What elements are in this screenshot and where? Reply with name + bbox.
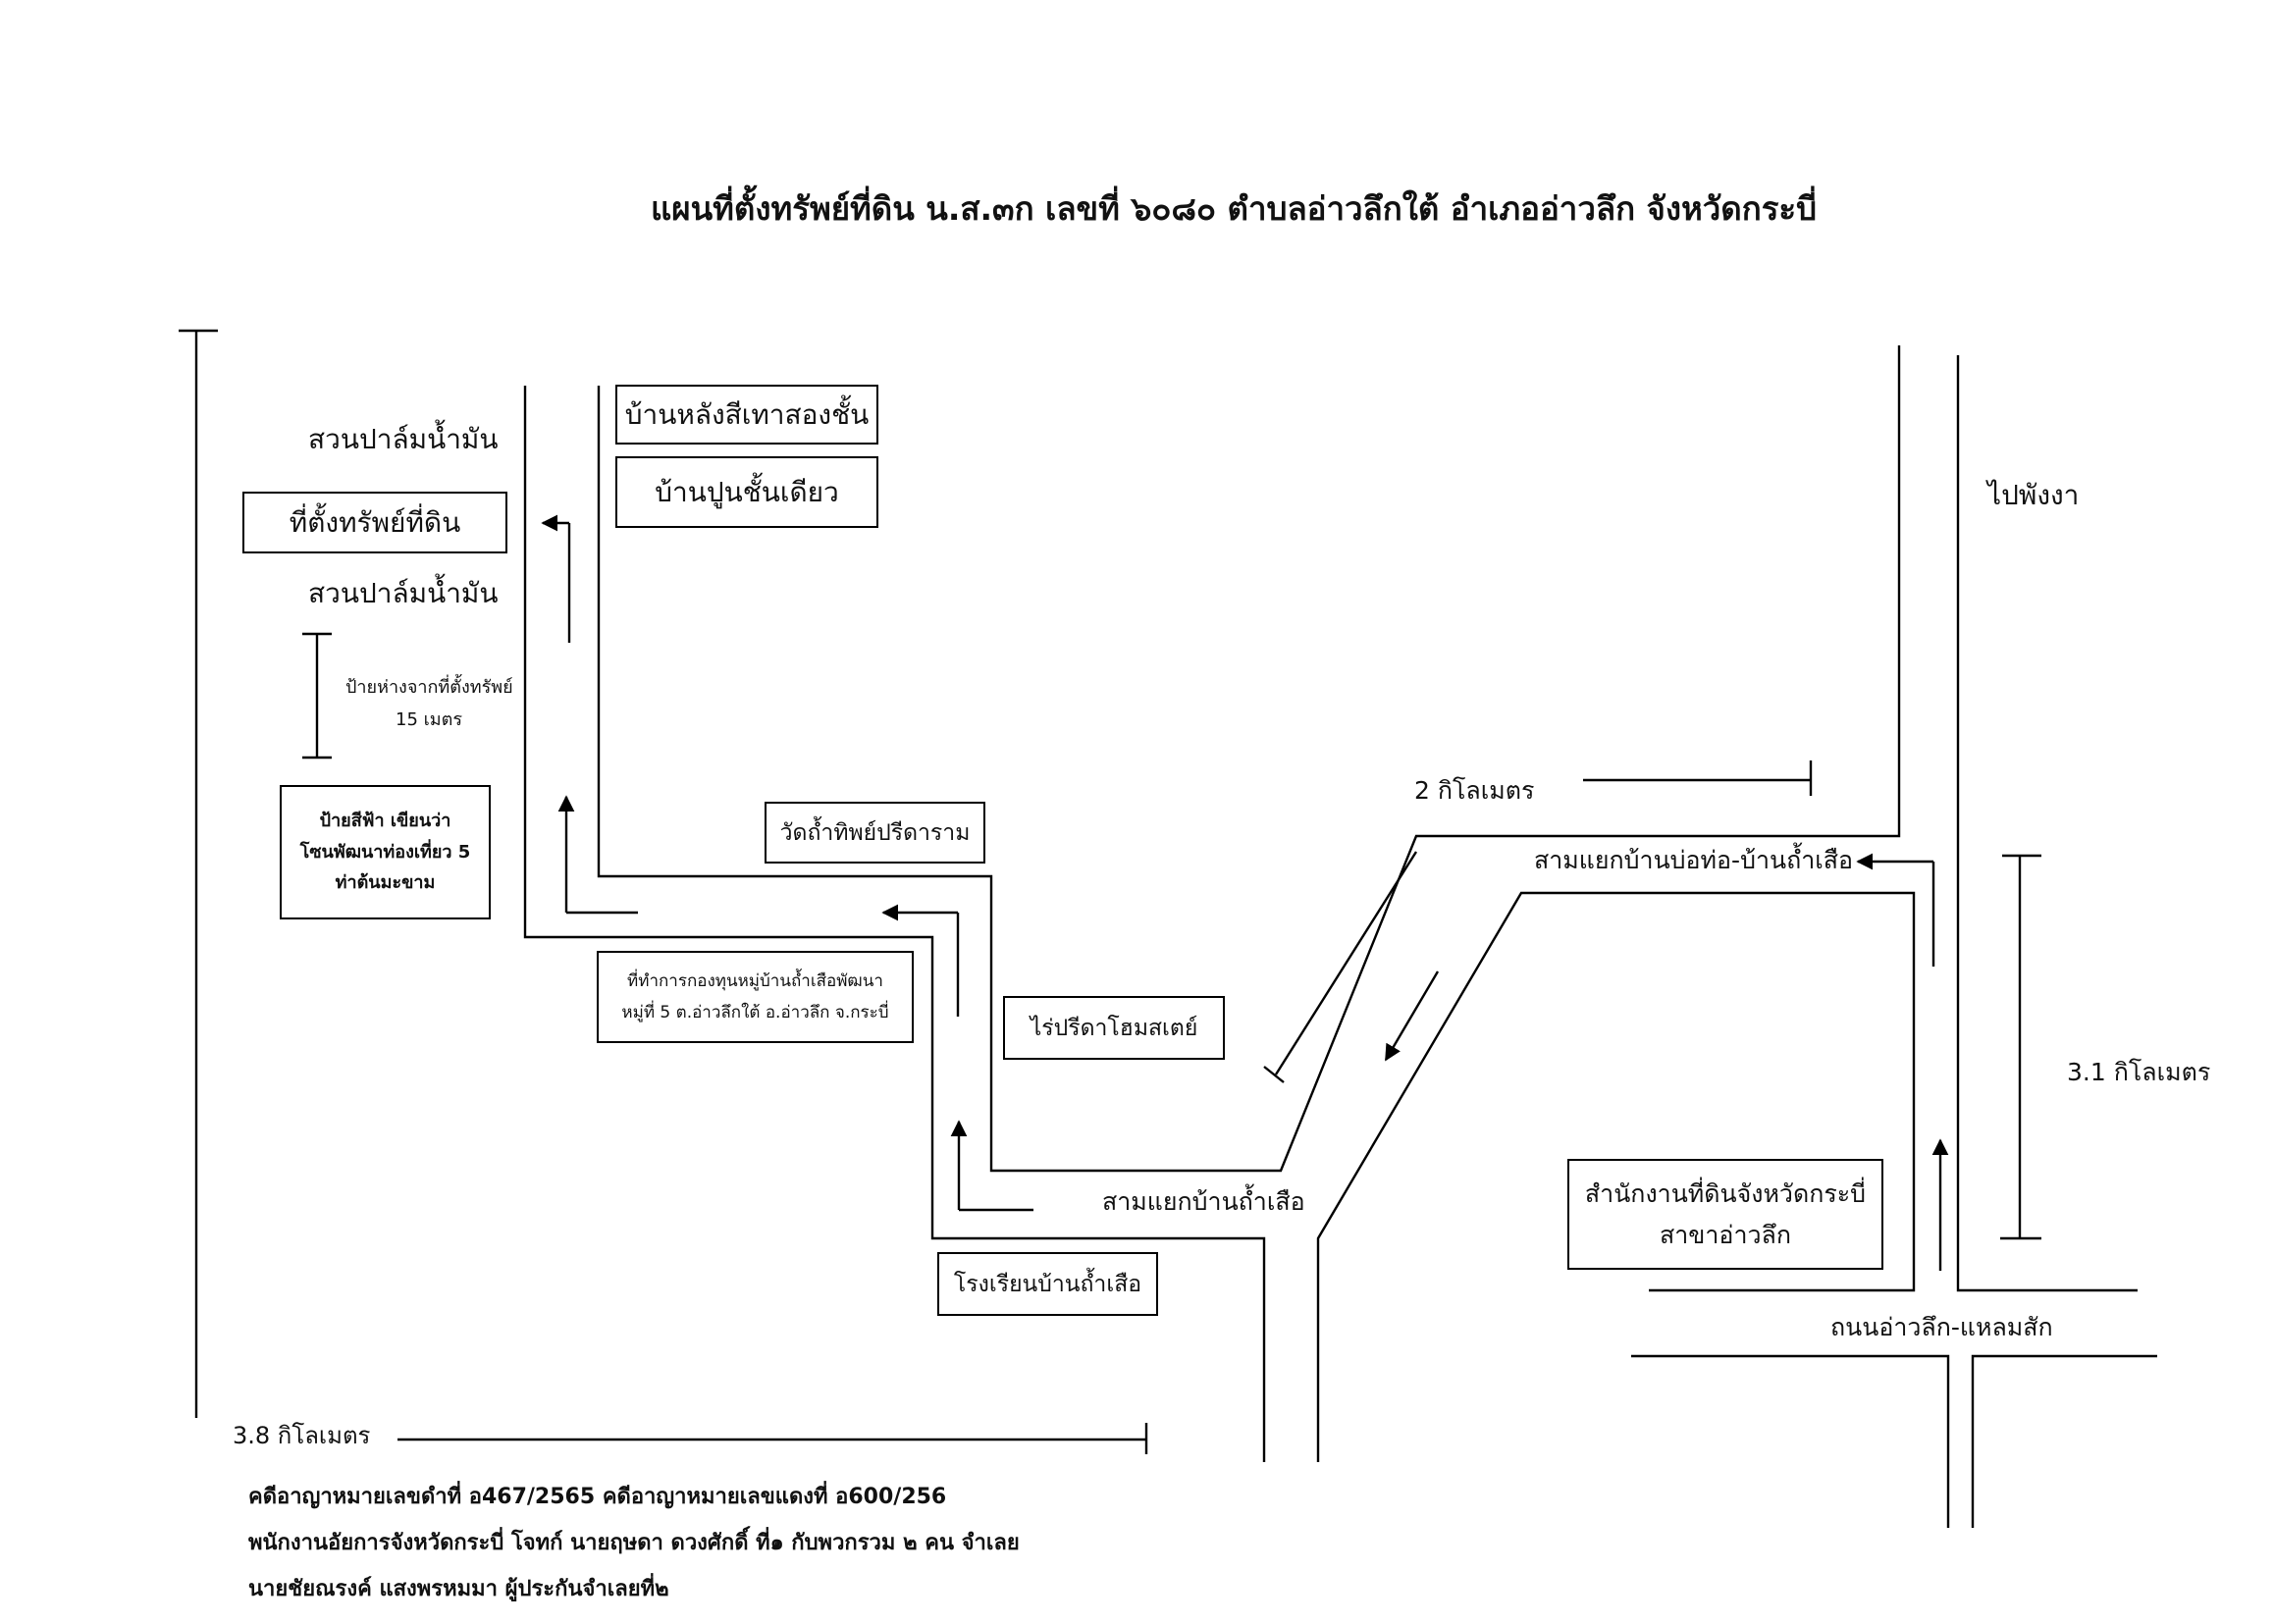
sign-distance-label-line1: ป้ายห่างจากที่ตั้งทรัพย์ [345,677,513,698]
sign-distance-label-line2: 15 เมตร [396,709,463,730]
distance-bar-3-1km [2000,854,2041,1240]
road-ao-luek-laem-sak-right [1971,1354,2157,1528]
village-fund-office-box: ที่ทำการกองทุนหมู่บ้านถ้ำเสือพัฒนา หมู่ท… [597,951,914,1043]
blue-sign-box: ป้ายสีฟ้า เขียนว่า โซนพัฒนาท่องเที่ยว 5 … [280,785,491,919]
junction-tham-suea-label: สามแยกบ้านถ้ำเสือ [1102,1187,1305,1216]
road-ao-luek-laem-sak-left [1631,1354,1950,1528]
distance-bar-15m [302,632,332,760]
highway-to-phang-nga [1956,355,2138,1292]
junction-bo-tho-label: สามแยกบ้านบ่อท่อ-บ้านถ้ำเสือ [1534,846,1854,874]
land-office-line2: สาขาอ่าวลึก [1660,1220,1791,1249]
soi-road-inner [597,345,1901,1173]
village-fund-office-line1: ที่ทำการกองทุนหมู่บ้านถ้ำเสือพัฒนา [627,970,883,991]
distance-2km-label: 2 กิโลเมตร [1414,776,1535,805]
soi-road-outer [523,386,1266,1462]
distance-3-1km-label: 3.1 กิโลเมตร [2067,1058,2211,1086]
to-phang-nga-label: ไปพังงา [1987,479,2080,511]
distance-bar-3-8km [179,329,1148,1454]
distance-3-8km-label: 3.8 กิโลเมตร [233,1422,371,1449]
guarantor-line: นายชัยณรงค์ แสงพรหมมา ผู้ประกันจำเลยที่๒ [248,1577,669,1601]
blue-sign-line2: โซนพัฒนาท่องเที่ยว 5 [299,841,471,863]
temple-box: วัดถ้ำทิพย์ปรีดาราม [765,802,985,864]
main-road-east [1316,891,1916,1462]
distance-bar-2km [1263,760,1813,1083]
village-fund-office-line2: หมู่ที่ 5 ต.อ่าวลึกใต้ อ.อ่าวลึก จ.กระบี… [621,1003,889,1022]
road-ao-luek-laem-sak-label: ถนนอ่าวลึก-แหลมสัก [1830,1313,2053,1341]
property-location-box: ที่ตั้งทรัพย์ที่ดิน [242,492,507,553]
palm-plantation-label-top: สวนปาล์มน้ำมัน [308,423,499,455]
land-office-line1: สำนักงานที่ดินจังหวัดกระบี่ [1584,1179,1867,1209]
concrete-house-box: บ้านปูนชั้นเดียว [615,456,878,528]
map-title: แผนที่ตั้งทรัพย์ที่ดิน น.ส.๓ก เลขที่ ๖๐๘… [651,189,1818,228]
blue-sign-line3: ท่าต้นมะขาม [335,872,436,894]
land-office-box: สำนักงานที่ดินจังหวัดกระบี่ สาขาอ่าวลึก [1567,1159,1883,1270]
palm-plantation-label-bottom: สวนปาล์มน้ำมัน [308,577,499,609]
blue-sign-line1: ป้ายสีฟ้า เขียนว่า [319,811,451,832]
homestay-box: ไร่ปรีดาโฮมสเตย์ [1003,996,1225,1060]
grey-house-box: บ้านหลังสีเทาสองชั้น [615,385,878,445]
route-arrows [541,514,1949,1271]
parties-line: พนักงานอัยการจังหวัดกระบี่ โจทก์ นายฤษดา… [248,1531,1020,1555]
case-number-line: คดีอาญาหมายเลขดำที่ อ467/2565 คดีอาญาหมา… [248,1485,947,1509]
school-box: โรงเรียนบ้านถ้ำเสือ [937,1252,1158,1316]
